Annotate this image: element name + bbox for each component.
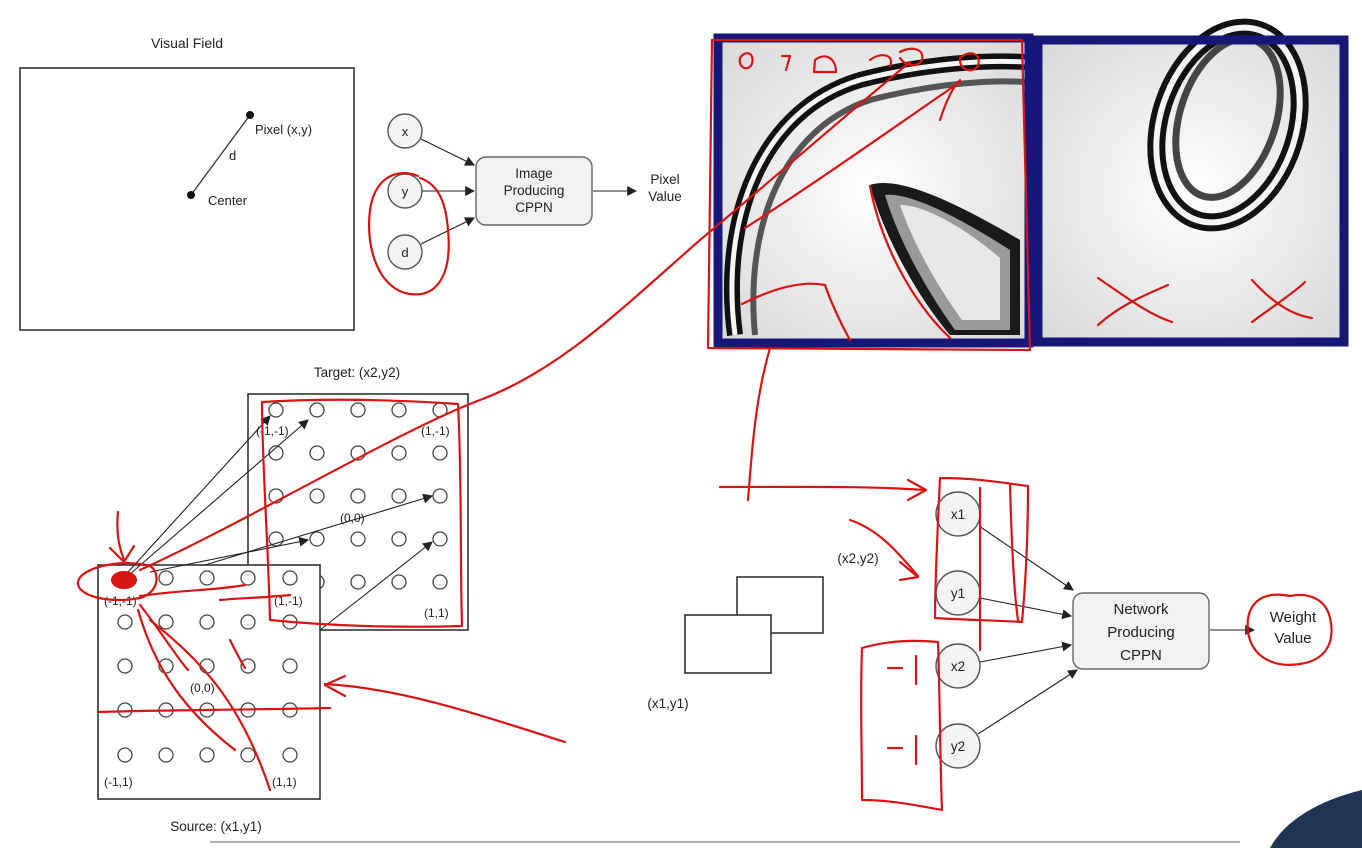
pattern-image-left	[713, 33, 1034, 348]
pixel-value-label-1: Pixel	[650, 172, 679, 187]
input-label-d: d	[401, 245, 408, 260]
edge-y1-cppn	[979, 597, 1073, 620]
input-label-y: y	[402, 184, 409, 199]
input-label-x: x	[402, 124, 409, 139]
target-center: (0,0)	[340, 511, 365, 525]
network-cppn-diagram: (x1,y1) (x2,y2) x1 y1 x2 y2 Network Prod…	[647, 491, 1317, 769]
annotation-image-top-marks	[738, 47, 980, 74]
input-label-y1: y1	[951, 586, 965, 601]
source-coord-label: (x1,y1)	[647, 696, 688, 711]
edge-y2-cppn	[977, 669, 1078, 735]
pattern-image-right	[1033, 18, 1349, 347]
visual-field: Visual Field Pixel (x,y) d Center	[19, 35, 355, 331]
annotation-source-loop	[76, 562, 158, 602]
annotation-selected-source-node	[111, 571, 137, 589]
network-cppn-label-1: Network	[1113, 601, 1169, 618]
annotation-weight-circle	[1246, 593, 1333, 666]
annotation-fan-arrows	[136, 583, 292, 792]
center-label: Center	[208, 193, 248, 208]
input-node-d	[387, 234, 423, 270]
center-dot	[187, 191, 195, 199]
source-node-grid	[117, 570, 298, 763]
connection-arrow	[129, 419, 309, 575]
target-corner-bottom-right: (1,1)	[424, 606, 449, 620]
target-corner-top-right: (1,-1)	[421, 424, 450, 438]
input-label-x2: x2	[951, 659, 965, 674]
visual-field-title: Visual Field	[151, 35, 223, 51]
source-corner-top-right: (1,-1)	[274, 594, 303, 608]
distance-line	[190, 114, 251, 196]
annotation-minus-one-marks	[886, 654, 918, 766]
red-annotations	[76, 38, 1333, 812]
target-plane-icon	[684, 614, 772, 674]
target-title: Target: (x2,y2)	[314, 365, 400, 380]
annotation-cross-left	[1096, 276, 1174, 327]
network-cppn-label-2: Producing	[1107, 624, 1175, 641]
edge-x-cppn	[420, 138, 475, 166]
input-node-y2	[935, 723, 981, 769]
edge-x2-cppn	[979, 641, 1073, 663]
annotation-image-scribble	[740, 78, 962, 342]
annotation-x1y1-bracket	[933, 476, 1030, 624]
visual-field-box	[19, 67, 355, 331]
annotation-image-outline	[706, 38, 1032, 352]
network-cppn-label-3: CPPN	[1120, 647, 1162, 664]
annotation-minus-one-box	[860, 639, 944, 812]
source-title: Source: (x1,y1)	[170, 819, 262, 834]
annotation-target-bracket	[260, 398, 464, 628]
image-cppn-label-1: Image	[515, 166, 553, 181]
annotation-second-curve	[743, 80, 962, 230]
image-cppn-diagram: x y d Image Producing CPPN Pixel Value	[387, 113, 682, 270]
annotation-input-brackets	[978, 482, 1020, 652]
target-corner-top-left: (-1,-1)	[256, 424, 289, 438]
annotation-strike-line	[96, 706, 332, 714]
annotation-pointer-down	[108, 510, 136, 564]
connection-arrow	[204, 493, 434, 566]
source-corner-bottom-right: (1,1)	[272, 775, 297, 789]
connection-arrow	[127, 415, 271, 573]
annotation-long-curve	[138, 60, 912, 572]
connection-arrow	[319, 541, 433, 631]
target-coord-label: (x2,y2)	[837, 551, 878, 566]
connection-arrow	[149, 536, 310, 573]
image-cppn-label-2: Producing	[504, 183, 565, 198]
annotation-top-bracket-arrow	[718, 478, 928, 502]
input-node-x2	[935, 643, 981, 689]
pixel-dot	[246, 111, 254, 119]
annotation-return-arrow	[323, 674, 567, 744]
distance-label: d	[229, 148, 236, 163]
annotation-loop-y-d	[368, 172, 450, 296]
annotation-x2y2-arrow	[848, 518, 920, 582]
presenter-silhouette	[1270, 790, 1362, 848]
source-corner-bottom-left: (-1,1)	[104, 775, 133, 789]
weight-value-label-1: Weight	[1270, 609, 1317, 626]
network-cppn-box	[1072, 592, 1210, 670]
source-substrate: (-1,-1) (1,-1) (0,0) (-1,1) (1,1) Source…	[97, 564, 321, 834]
pixel-value-label-2: Value	[648, 189, 682, 204]
pixel-label: Pixel (x,y)	[255, 122, 312, 137]
weight-value-label-2: Value	[1274, 630, 1311, 647]
image-cppn-label-3: CPPN	[515, 200, 553, 215]
annotation-cross-right	[1250, 278, 1314, 324]
source-center: (0,0)	[190, 681, 215, 695]
input-label-y2: y2	[951, 739, 965, 754]
input-node-x	[387, 113, 423, 149]
substrate-connections	[127, 415, 434, 631]
image-cppn-box	[475, 156, 593, 226]
input-label-x1: x1	[951, 507, 965, 522]
annotation-image-to-network	[746, 346, 772, 502]
